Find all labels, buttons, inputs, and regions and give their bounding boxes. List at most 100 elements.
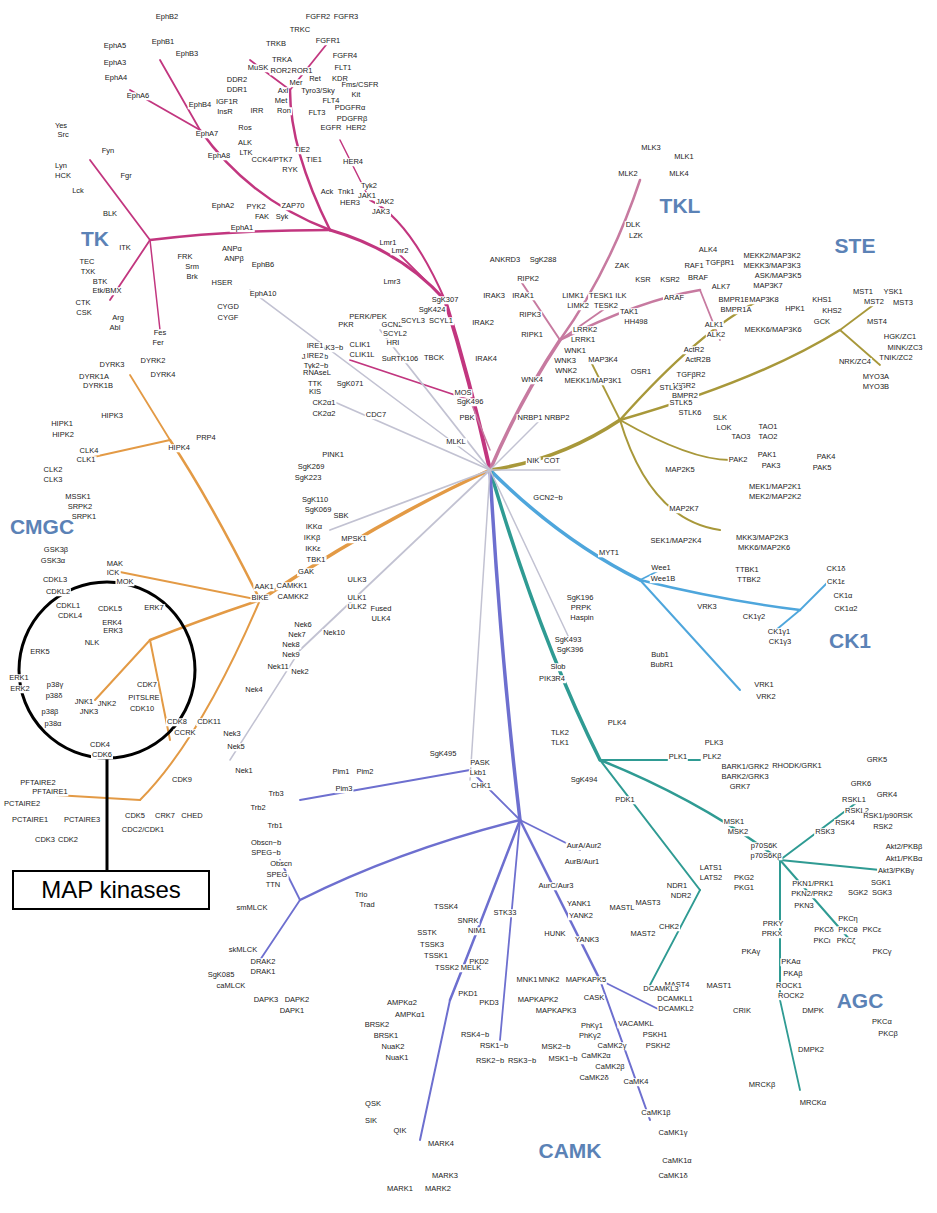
kinase-name: Nek8 xyxy=(281,641,301,649)
kinase-name: SNRK xyxy=(457,917,480,925)
kinase-name: EphA6 xyxy=(126,92,151,100)
kinase-name: Fgr xyxy=(119,172,132,180)
kinase-name: ALK2 xyxy=(706,331,726,339)
kinase-name: Nek9 xyxy=(281,651,301,659)
kinase-name: CDK7 xyxy=(136,681,158,689)
tree-branch xyxy=(330,470,490,530)
kinase-name: Trb2 xyxy=(249,804,266,812)
kinase-name: Slob xyxy=(549,663,566,671)
kinase-name: ALK4 xyxy=(698,246,718,254)
kinase-name: SgK196 xyxy=(566,594,595,602)
kinase-name: LATS1 xyxy=(699,864,723,872)
kinase-name: PLK3 xyxy=(704,739,724,747)
kinase-name: Tyro3/Sky xyxy=(300,87,335,95)
kinase-name: CSK xyxy=(75,309,92,317)
tree-branch xyxy=(150,240,160,330)
kinase-name: JAK3 xyxy=(371,208,391,216)
kinase-name: ERK3 xyxy=(102,627,124,635)
kinase-name: SGK3 xyxy=(871,889,893,897)
kinase-name: Tnk1 xyxy=(337,188,356,196)
kinase-name: Wee1B xyxy=(650,575,676,583)
kinase-name: CLK4 xyxy=(79,447,100,455)
kinase-name: RSK1/p90RSK xyxy=(862,812,914,820)
kinase-name: MKK6/MAP2K6 xyxy=(737,544,791,552)
kinase-name: PKCη xyxy=(837,915,859,923)
kinase-name: ERK2 xyxy=(9,685,31,693)
kinase-name: GRK5 xyxy=(866,756,888,764)
kinase-name: p70S6K xyxy=(750,842,779,850)
kinase-name: ALK xyxy=(237,139,253,147)
kinase-name: caMLCK xyxy=(216,982,247,990)
kinase-name: CLK1 xyxy=(76,456,97,464)
camk-branches xyxy=(260,470,660,1140)
kinase-name: TTBK1 xyxy=(734,566,759,574)
kinase-name: ARAF xyxy=(663,294,685,302)
kinase-name: MLK2 xyxy=(617,170,639,178)
tree-branch xyxy=(500,820,520,1040)
kinase-name: EphB2 xyxy=(155,13,180,21)
kinase-name: TESK2 xyxy=(593,302,619,310)
ste-branches xyxy=(490,300,880,530)
kinase-name: Ret xyxy=(308,75,322,83)
tree-branch xyxy=(250,290,490,470)
tk-branches xyxy=(90,40,490,470)
kinase-name: SgK288 xyxy=(529,256,558,264)
tree-branch xyxy=(395,250,445,300)
kinase-name: InsR xyxy=(216,108,233,116)
kinase-name: RYK xyxy=(281,166,298,174)
kinase-name: CHED xyxy=(180,812,203,820)
kinase-name: CASK xyxy=(583,994,605,1002)
kinase-name: STLK6 xyxy=(678,409,703,417)
kinase-name: FGFR3 xyxy=(333,13,360,21)
tree-branch xyxy=(470,400,490,450)
kinase-name: CAMKK1 xyxy=(276,582,309,590)
kinase-name: DCAMKL2 xyxy=(657,1005,694,1013)
kinase-name: SgK496 xyxy=(456,398,485,406)
kinase-name: PIK3R4 xyxy=(538,675,566,683)
kinase-name: CDKL3 xyxy=(42,576,68,584)
kinase-name: TTBK2 xyxy=(736,576,761,584)
kinase-name: BubR1 xyxy=(650,661,675,669)
family-name: CMGC xyxy=(8,516,76,537)
kinase-name: HIPK4 xyxy=(167,444,191,452)
kinase-name: TRKA xyxy=(271,56,293,64)
kinase-name: CK1γ3 xyxy=(768,638,793,646)
kinase-name: TIE1 xyxy=(305,156,323,164)
kinase-name: Src xyxy=(56,131,69,139)
kinase-name: ActR2 xyxy=(683,346,705,354)
kinase-name: PKAα xyxy=(780,958,801,966)
kinase-name: IKKβ xyxy=(303,534,321,542)
kinase-name: CDK2 xyxy=(57,836,79,844)
kinase-name: smMLCK xyxy=(236,904,269,912)
kinase-name: CCRK xyxy=(173,729,196,737)
kinase-name: DMPK2 xyxy=(797,1046,825,1054)
kinase-name: EGFR xyxy=(320,124,343,132)
kinase-name: Ack xyxy=(320,188,335,196)
tree-branch xyxy=(300,820,520,900)
kinase-name: ANPα xyxy=(221,245,243,253)
kinase-name: TBCK xyxy=(423,354,445,362)
kinase-name: CaMK2β xyxy=(594,1063,625,1071)
kinase-name: BARK1/GRK2 xyxy=(720,763,769,771)
tree-branch xyxy=(620,420,720,530)
kinase-name: PYK2 xyxy=(245,203,266,211)
tree-branch xyxy=(370,200,445,300)
kinase-name: KIS xyxy=(308,388,322,396)
kinase-name: PERK/PEK xyxy=(348,313,388,321)
kinase-name: NDR1 xyxy=(666,882,688,890)
kinase-name: BRAF xyxy=(687,274,709,282)
kinase-name: RSK2~b xyxy=(475,1057,505,1065)
kinase-name: PFTAIRE2 xyxy=(19,779,56,787)
kinase-name: PKCα xyxy=(871,1018,893,1026)
kinase-name: KSR2 xyxy=(659,276,681,284)
kinase-name: LOK xyxy=(715,424,732,432)
tree-branch xyxy=(490,420,540,470)
kinase-name: RAF1 xyxy=(683,262,704,270)
kinase-name: TIE2 xyxy=(293,146,311,154)
kinase-name: BTK xyxy=(92,278,109,286)
kinase-name: MYO3B xyxy=(862,383,890,391)
kinase-name: MSK1 xyxy=(723,818,745,826)
kinase-name: CDK4 xyxy=(89,741,111,749)
kinase-name: KSR xyxy=(634,276,651,284)
kinase-name: PAK2 xyxy=(728,456,749,464)
